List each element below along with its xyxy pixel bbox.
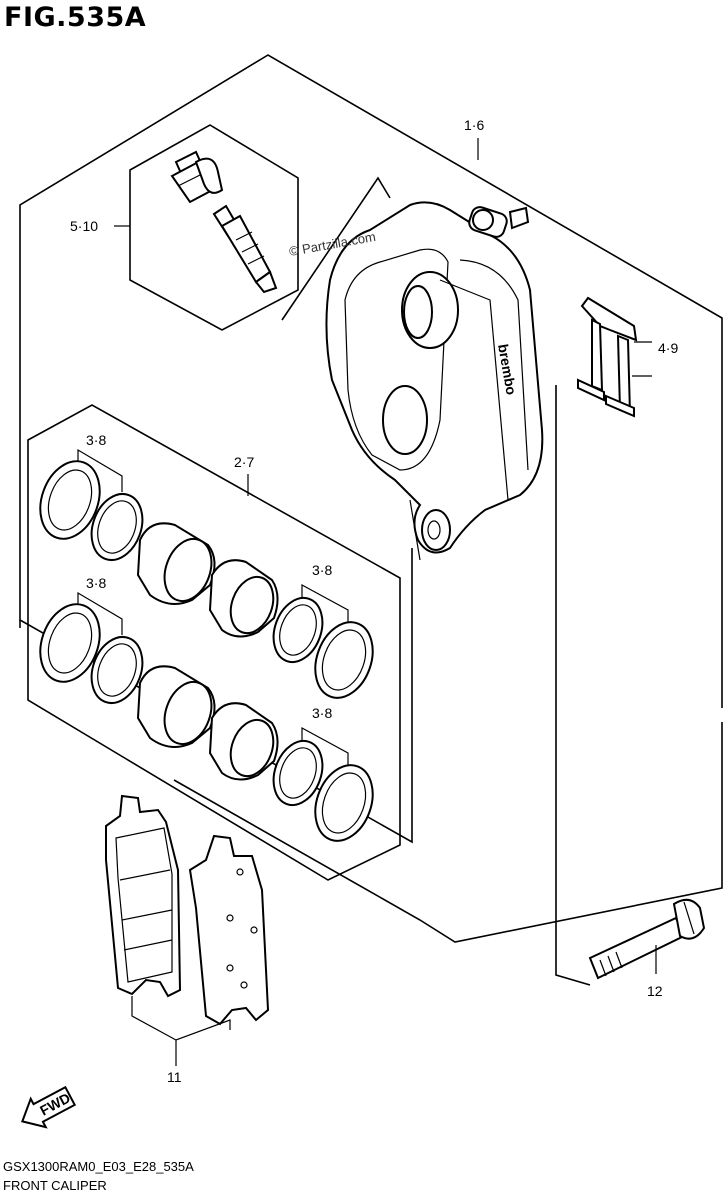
callout-seal-set-1: 3·8 — [86, 432, 106, 448]
assembly-frame — [19, 54, 723, 844]
callout-piston-set: 2·7 — [234, 454, 254, 470]
callout-bleeder-kit: 5·10 — [70, 218, 98, 234]
pad-spring-part — [577, 296, 652, 418]
piston-seal-ring-7 — [272, 740, 324, 806]
callout-mounting-bolt: 12 — [647, 983, 663, 999]
piston-seal-ring-2 — [90, 493, 144, 561]
caliper-piston-2 — [208, 559, 279, 638]
bleeder-kit-frame — [129, 124, 299, 331]
caliper-piston-1 — [136, 522, 216, 605]
piston-seal-ring-4 — [314, 621, 374, 699]
callout-seal-set-3: 3·8 — [312, 562, 332, 578]
seal-bracket-3 — [301, 583, 349, 622]
caliper-piston-3 — [136, 665, 216, 748]
brake-pad-right-part — [188, 834, 270, 1026]
callout-caliper-assy: 1·6 — [464, 117, 484, 133]
assembly-frame-bottom — [173, 722, 723, 943]
seal-bracket-4 — [301, 726, 349, 765]
fwd-arrow-badge: FWD — [21, 1085, 77, 1129]
callout-seal-set-2: 3·8 — [86, 575, 106, 591]
piston-set-frame — [27, 404, 401, 881]
diagram-caption: FRONT CALIPER — [3, 1178, 107, 1193]
piston-seal-ring-5 — [39, 603, 101, 683]
bleeder-screw-part — [212, 204, 278, 294]
figure-title: FIG.535A — [4, 2, 147, 33]
callout-pad-set: 11 — [167, 1069, 182, 1085]
callout-seal-set-4: 3·8 — [312, 705, 332, 721]
brake-pad-left-part — [105, 794, 182, 998]
brake-caliper-part: brembo — [325, 201, 544, 561]
bleeder-cap-part — [170, 150, 224, 204]
caliper-bracket — [281, 176, 391, 321]
diagram-code: GSX1300RAM0_E03_E28_535A — [3, 1159, 194, 1174]
callout-pad-spring: 4·9 — [658, 340, 678, 356]
bolt-bracket — [555, 385, 591, 986]
piston-seal-ring-6 — [90, 636, 144, 704]
seal-bracket-2 — [77, 591, 123, 635]
seal-bracket-1 — [77, 448, 123, 492]
piston-seal-ring-8 — [314, 764, 374, 842]
piston-seal-ring-1 — [39, 460, 101, 540]
piston-seal-ring-3 — [272, 597, 324, 663]
mounting-bolt-part — [588, 898, 706, 980]
caliper-piston-4 — [208, 702, 279, 781]
